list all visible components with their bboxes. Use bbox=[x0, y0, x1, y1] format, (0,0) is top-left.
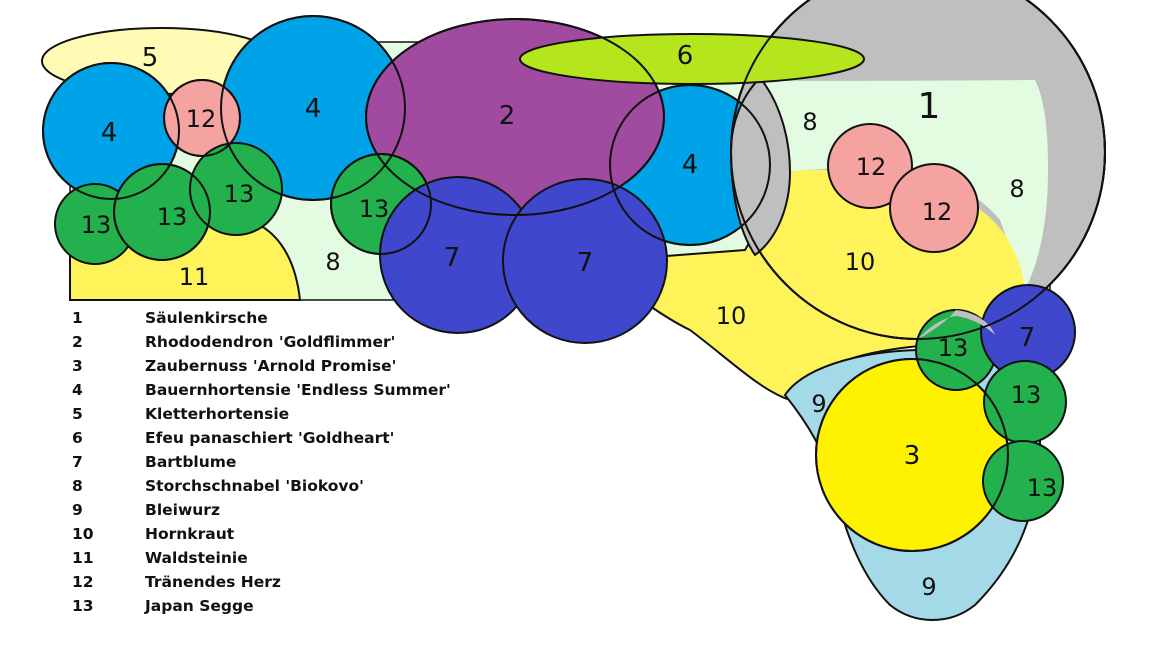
legend-number: 2 bbox=[72, 333, 83, 351]
label-5: 5 bbox=[142, 43, 159, 73]
label-6: 6 bbox=[677, 41, 694, 71]
plant-traenendes-herz-12c bbox=[889, 163, 979, 253]
label-13g: 13 bbox=[1027, 474, 1058, 502]
label-7b: 7 bbox=[577, 248, 594, 278]
label-12b: 12 bbox=[856, 153, 887, 181]
label-13a: 13 bbox=[81, 211, 112, 239]
plant-saeulenkirsche-1-overlap bbox=[918, 310, 995, 339]
plant-zaubernuss-3-edge bbox=[815, 358, 1009, 552]
label-8b: 8 bbox=[1009, 175, 1024, 203]
legend-plant-name: Efeu panaschiert 'Goldheart' bbox=[145, 429, 395, 447]
legend-row: 8 Storchschnabel 'Biokovo' bbox=[72, 474, 451, 498]
legend-number: 4 bbox=[72, 381, 83, 399]
legend-number: 13 bbox=[72, 597, 94, 615]
inner-ground-cover bbox=[760, 80, 1048, 290]
legend-number: 5 bbox=[72, 405, 83, 423]
legend-row: 3 Zaubernuss 'Arnold Promise' bbox=[72, 354, 451, 378]
plant-bauernhortensie-4c-edge bbox=[609, 84, 771, 246]
legend-number: 8 bbox=[72, 477, 83, 495]
legend-number: 6 bbox=[72, 429, 83, 447]
label-12c: 12 bbox=[922, 198, 953, 226]
label-13f: 13 bbox=[1011, 381, 1042, 409]
label-8c: 8 bbox=[325, 248, 340, 276]
label-9b: 9 bbox=[921, 573, 936, 601]
label-10a: 10 bbox=[845, 248, 876, 276]
label-13e: 13 bbox=[938, 334, 969, 362]
legend-row: 10 Hornkraut bbox=[72, 522, 451, 546]
legend-plant-name: Bartblume bbox=[145, 453, 237, 471]
legend-plant-name: Kletterhortensie bbox=[145, 405, 290, 423]
legend-row: 1 Säulenkirsche bbox=[72, 306, 451, 330]
legend-plant-name: Hornkraut bbox=[145, 525, 235, 543]
legend-row: 12 Tränendes Herz bbox=[72, 570, 451, 594]
legend-number: 10 bbox=[72, 525, 94, 543]
legend-row: 2 Rhododendron 'Goldflimmer' bbox=[72, 330, 451, 354]
label-4a: 4 bbox=[101, 118, 118, 148]
legend-plant-name: Säulenkirsche bbox=[145, 309, 268, 327]
legend-row: 5 Kletterhortensie bbox=[72, 402, 451, 426]
plant-japan-segge-13d-edge bbox=[330, 153, 432, 255]
label-2: 2 bbox=[499, 101, 516, 131]
plant-traenendes-herz-12b bbox=[827, 123, 913, 209]
legend-row: 6 Efeu panaschiert 'Goldheart' bbox=[72, 426, 451, 450]
plant-bauernhortensie-4b-edge bbox=[220, 15, 406, 201]
legend-number: 12 bbox=[72, 573, 94, 591]
label-4c: 4 bbox=[682, 150, 699, 180]
label-1: 1 bbox=[918, 86, 941, 127]
label-12a: 12 bbox=[186, 105, 217, 133]
legend-number: 9 bbox=[72, 501, 83, 519]
plant-legend: 1 Säulenkirsche 2 Rhododendron 'Goldflimme… bbox=[72, 306, 451, 618]
legend-number: 7 bbox=[72, 453, 83, 471]
label-13b: 13 bbox=[157, 203, 188, 231]
plant-japan-segge-13c bbox=[189, 142, 283, 236]
label-11: 11 bbox=[179, 263, 210, 291]
legend-row: 7 Bartblume bbox=[72, 450, 451, 474]
label-7a: 7 bbox=[444, 243, 461, 273]
legend-plant-name: Japan Segge bbox=[145, 597, 254, 615]
label-4b: 4 bbox=[305, 94, 322, 124]
plant-japan-segge-13g bbox=[982, 440, 1064, 522]
legend-plant-name: Storchschnabel 'Biokovo' bbox=[145, 477, 364, 495]
legend-row: 9 Bleiwurz bbox=[72, 498, 451, 522]
plant-bartblume-7b bbox=[502, 178, 668, 344]
plant-efeu-6 bbox=[519, 33, 865, 85]
legend-plant-name: Bleiwurz bbox=[145, 501, 220, 519]
label-8a: 8 bbox=[802, 108, 817, 136]
legend-plant-name: Waldsteinie bbox=[145, 549, 248, 567]
legend-plant-name: Tränendes Herz bbox=[145, 573, 281, 591]
label-7c: 7 bbox=[1019, 323, 1036, 353]
legend-number: 11 bbox=[72, 549, 94, 567]
legend-plant-name: Zaubernuss 'Arnold Promise' bbox=[145, 357, 397, 375]
legend-number: 3 bbox=[72, 357, 83, 375]
legend-row: 11 Waldsteinie bbox=[72, 546, 451, 570]
label-13c: 13 bbox=[224, 180, 255, 208]
legend-plant-name: Rhododendron 'Goldflimmer' bbox=[145, 333, 396, 351]
legend-number: 1 bbox=[72, 309, 83, 327]
legend-row: 4 Bauernhortensie 'Endless Summer' bbox=[72, 378, 451, 402]
plant-japan-segge-13b-edge bbox=[113, 163, 211, 261]
plant-rhododendron-2-edge bbox=[365, 18, 665, 216]
plant-bauernhortensie-4a-edge bbox=[42, 62, 180, 200]
label-13d: 13 bbox=[359, 195, 390, 223]
plant-saeulenkirsche-1-edge-top bbox=[730, 0, 1106, 340]
legend-plant-name: Bauernhortensie 'Endless Summer' bbox=[145, 381, 451, 399]
label-9a: 9 bbox=[811, 390, 826, 418]
label-10b: 10 bbox=[716, 302, 747, 330]
legend-row: 13 Japan Segge bbox=[72, 594, 451, 618]
plant-traenendes-herz-12a-edge bbox=[163, 79, 241, 157]
label-3: 3 bbox=[904, 441, 921, 471]
